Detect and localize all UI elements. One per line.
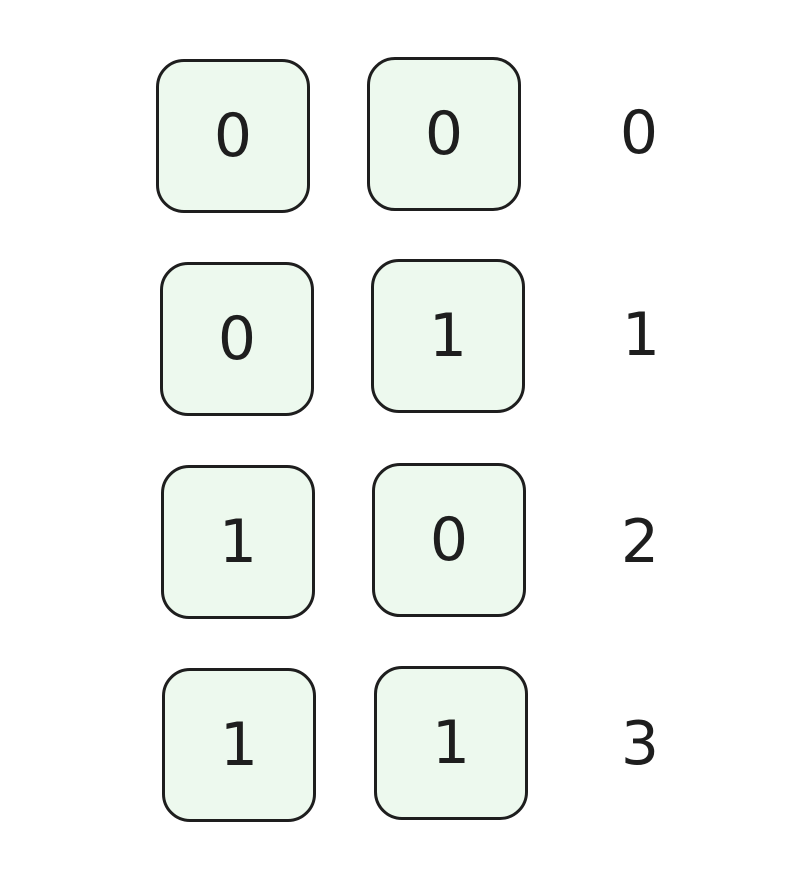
bit-box-row1-high: 0 xyxy=(160,262,314,416)
bit-value: 1 xyxy=(218,507,258,577)
decimal-label-row3: 3 xyxy=(620,709,660,779)
bit-box-row0-low: 0 xyxy=(367,57,521,211)
bit-box-row1-low: 1 xyxy=(371,259,525,413)
decimal-label-row1: 1 xyxy=(621,300,661,370)
bit-value: 1 xyxy=(219,710,259,780)
decimal-label-row2: 2 xyxy=(620,507,660,577)
bit-box-row3-high: 1 xyxy=(162,668,316,822)
bit-box-row2-high: 1 xyxy=(161,465,315,619)
bit-value: 0 xyxy=(217,304,257,374)
decimal-label-row0: 0 xyxy=(619,98,659,168)
bit-box-row3-low: 1 xyxy=(374,666,528,820)
bit-value: 0 xyxy=(424,99,464,169)
bit-value: 1 xyxy=(431,708,471,778)
bit-value: 0 xyxy=(429,505,469,575)
bit-box-row0-high: 0 xyxy=(156,59,310,213)
bit-value: 0 xyxy=(213,101,253,171)
bit-value: 1 xyxy=(428,301,468,371)
bit-box-row2-low: 0 xyxy=(372,463,526,617)
